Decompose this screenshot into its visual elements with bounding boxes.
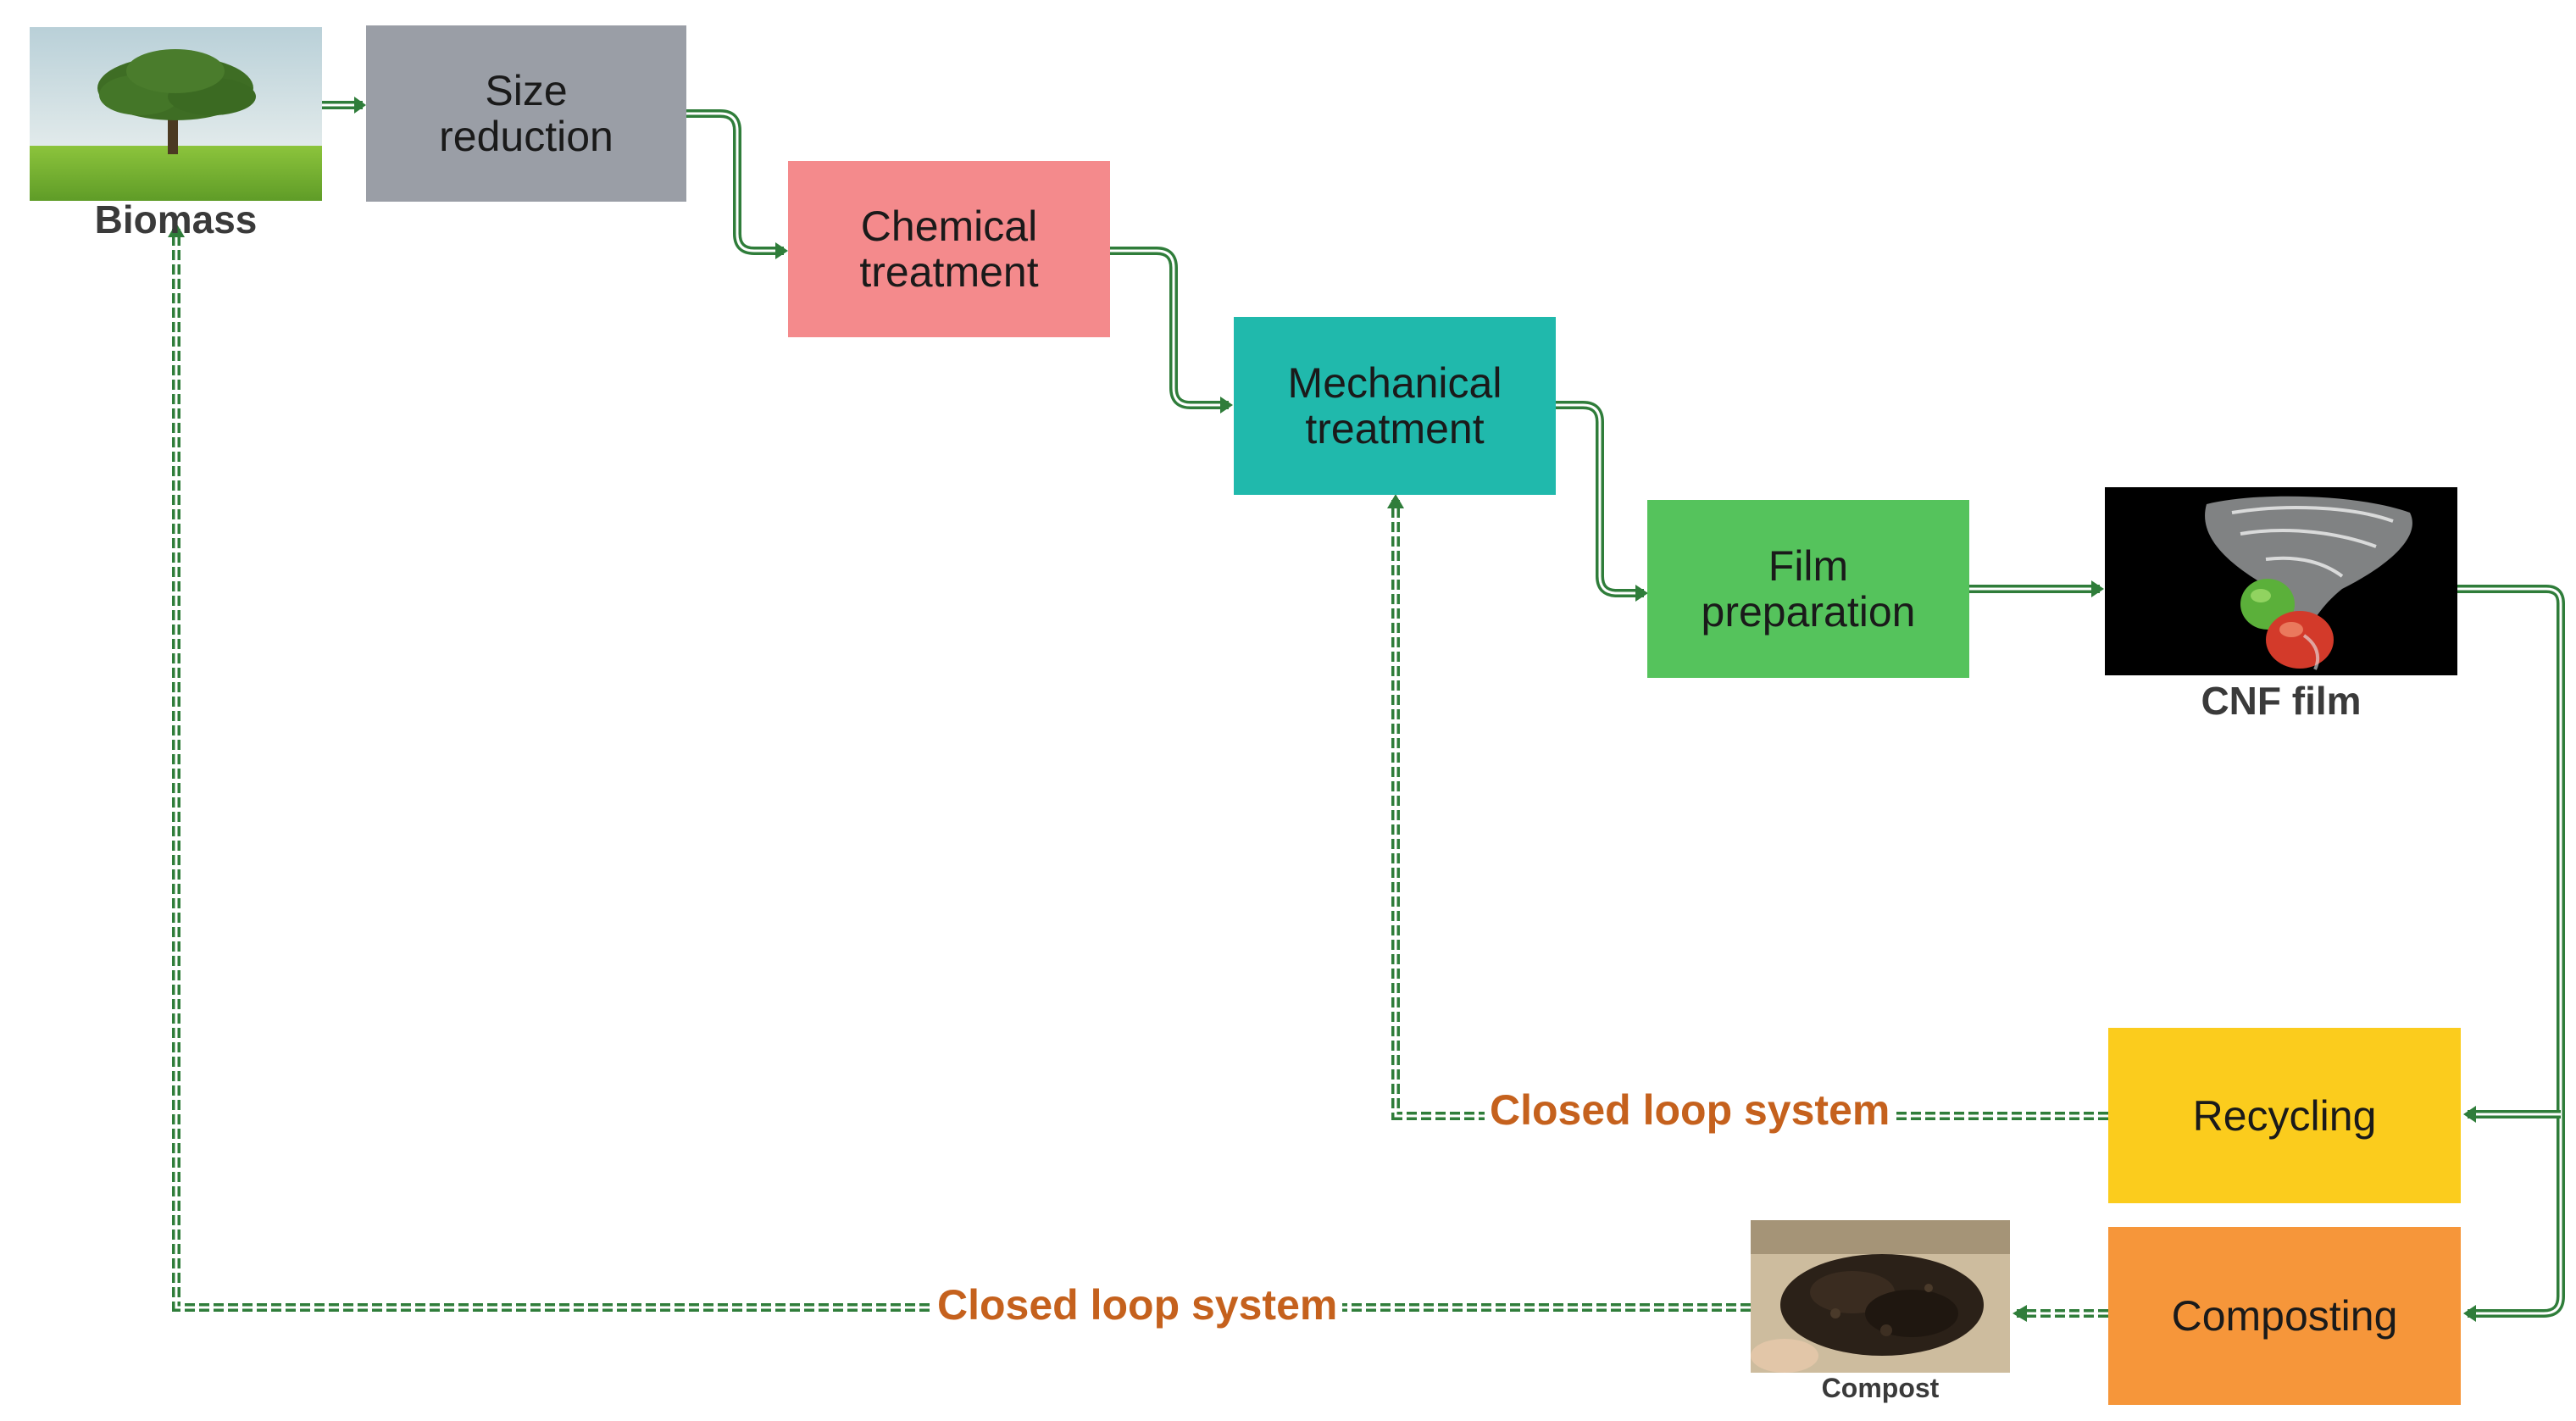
mechanical-treatment-box: Mechanical treatment — [1234, 317, 1556, 495]
cnf-film-caption: CNF film — [2201, 679, 2362, 723]
recycling-label: Recycling — [2192, 1091, 2377, 1140]
mechanical-treatment-label: Mechanical treatment — [1287, 359, 1502, 452]
arrow-cnf-to-end-of-life — [2457, 585, 2565, 1322]
film-bag-icon — [2105, 487, 2457, 675]
biomass-caption: Biomass — [94, 197, 258, 241]
arrow-mechanical-to-film — [1556, 401, 1648, 602]
arrow-film-to-cnf — [1969, 580, 2104, 597]
film-preparation-box: Film preparation — [1647, 500, 1969, 678]
compost-image — [1751, 1220, 2010, 1373]
arrow-biomass-to-size — [322, 97, 366, 114]
chemical-treatment-label: Chemical treatment — [859, 203, 1039, 296]
cnf-film-image — [2105, 487, 2457, 675]
size-reduction-box: Size reduction — [366, 25, 686, 202]
biomass-image — [30, 27, 322, 201]
tree-icon — [30, 27, 322, 201]
recycling-loop-label: Closed loop system — [1485, 1086, 1896, 1134]
arrow-size-to-chemical — [686, 109, 788, 259]
compost-icon — [1751, 1220, 2010, 1373]
arrow-chemical-to-mechanical — [1110, 247, 1233, 414]
size-reduction-label: Size reduction — [439, 67, 613, 160]
composting-label: Composting — [2171, 1292, 2398, 1340]
compost-caption: Compost — [1821, 1373, 1940, 1403]
recycling-box: Recycling — [2108, 1028, 2461, 1203]
film-preparation-label: Film preparation — [1701, 542, 1916, 636]
composting-box: Composting — [2108, 1227, 2461, 1405]
chemical-treatment-box: Chemical treatment — [788, 161, 1110, 337]
composting-to-compost-line — [2012, 1305, 2108, 1322]
composting-loop-label: Closed loop system — [932, 1281, 1343, 1329]
